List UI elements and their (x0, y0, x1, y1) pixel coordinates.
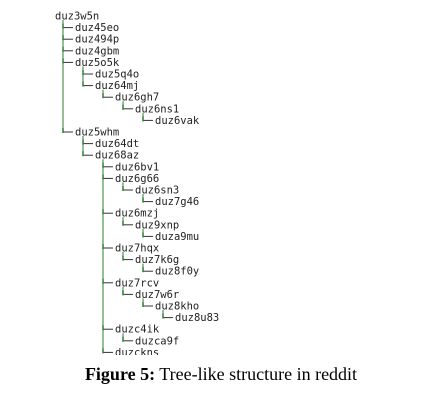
tree-node-label: duz7w6r (135, 289, 179, 301)
tree-node-label: duz6vak (155, 115, 200, 127)
tree-node-label: duz8kho (155, 301, 199, 313)
tree-node-label: duz494p (75, 34, 119, 46)
tree-node-label: duz64dt (95, 138, 139, 150)
tree-node-label: duz7rcv (115, 277, 159, 289)
tree-node-label: duz68az (95, 150, 139, 162)
tree-node-label: duz7hqx (115, 243, 159, 255)
tree-node-label: duz45eo (75, 22, 119, 34)
figure-caption: Figure 5: Tree-like structure in reddit (0, 364, 442, 385)
tree-node-label: duz5o5k (75, 57, 120, 69)
figure-caption-text: Tree-like structure in reddit (159, 364, 358, 384)
tree-node-label: duz6gh7 (115, 92, 159, 104)
tree-node-label: duza9mu (155, 231, 199, 243)
tree-node-label: duz7k6g (135, 254, 179, 266)
tree-node-label: duzckns (115, 347, 159, 355)
tree-node-label: duzca9f (135, 335, 179, 347)
tree-node-label: duz4gbm (75, 45, 119, 57)
tree-node-label: duz8f0y (155, 266, 199, 278)
figure-label: Figure 5: (84, 364, 156, 384)
tree-node-label: duz6bv1 (115, 161, 159, 173)
tree-node-label: duz6ns1 (135, 103, 179, 115)
tree-node-label: duz5q4o (95, 69, 139, 81)
tree-node-label: duzc4ik (115, 324, 160, 336)
tree-node-label: duz6sn3 (135, 185, 179, 197)
tree-node-label: duz6mzj (115, 208, 159, 220)
tree-node-label: duz8u83 (175, 312, 219, 324)
tree-node-label: duz3w5n (55, 11, 99, 23)
reddit-tree-diagram: duz3w5nduz45eoduz494pduz4gbmduz5o5kduz5q… (55, 11, 219, 356)
tree-node-label: duz64mj (95, 80, 139, 92)
tree-node-label: duz7g46 (155, 196, 199, 208)
tree-node-label: duz9xnp (135, 219, 179, 231)
tree-node-label: duz5whm (75, 127, 119, 139)
tree-node-label: duz6g66 (115, 173, 159, 185)
